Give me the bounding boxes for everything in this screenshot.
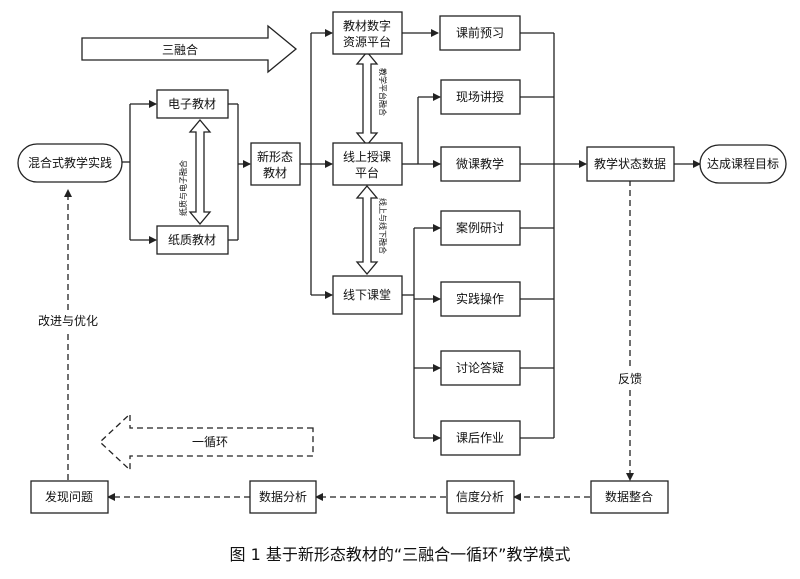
node-xianxia-ketang: 线下课堂	[332, 275, 403, 315]
svg-text:纸质教材: 纸质教材	[168, 232, 216, 247]
svg-text:数据分析: 数据分析	[259, 489, 307, 504]
connectors	[64, 29, 701, 501]
fankui-label-bg	[612, 368, 648, 388]
gaijin-label-bg	[30, 310, 106, 330]
san-ronghe-arrow	[81, 24, 298, 74]
node-tldy: 讨论答疑	[440, 350, 521, 386]
svg-text:课后作业: 课后作业	[456, 431, 504, 445]
node-xindu-fenxi: 信度分析	[446, 480, 515, 514]
svg-text:平台: 平台	[355, 165, 379, 180]
node-kqyx: 课前预习	[439, 15, 521, 51]
san-ronghe-label: 三融合	[162, 42, 198, 57]
svg-text:线下课堂: 线下课堂	[343, 288, 391, 302]
node-khzy: 课后作业	[440, 420, 521, 456]
svg-text:实践操作: 实践操作	[456, 291, 504, 306]
node-dianzi-jiaocai: 电子教材	[156, 89, 229, 119]
svg-text:教材数字: 教材数字	[343, 18, 391, 33]
svg-text:电子教材: 电子教材	[168, 96, 216, 111]
svg-text:教材: 教材	[263, 165, 287, 180]
svg-text:课前预习: 课前预习	[456, 25, 504, 40]
node-zhizhi-jiaocai: 纸质教材	[156, 225, 229, 255]
figure-caption: 图 1 基于新形态教材的“三融合一循环”教学模式	[230, 545, 571, 564]
yi-xunhuan-arrow	[99, 412, 314, 472]
fusion-label-zhizhi-dianzi: 纸质与电子融合	[178, 160, 188, 216]
svg-text:新形态: 新形态	[257, 149, 293, 164]
svg-text:微课教学: 微课教学	[456, 156, 504, 171]
svg-text:发现问题: 发现问题	[45, 489, 93, 504]
node-hunhe-shijian: 混合式教学实践	[17, 143, 123, 183]
node-wkjx: 微课教学	[440, 146, 521, 182]
svg-text:达成课程目标: 达成课程目标	[707, 156, 779, 171]
fusion-arrow-jiaocai-xianshang	[355, 50, 379, 147]
svg-text:现场讲授: 现场讲授	[456, 89, 504, 104]
fusion-arrow-zhizhi-dianzi	[188, 118, 212, 226]
node-alyt: 案例研讨	[440, 210, 521, 246]
svg-text:线上授课: 线上授课	[343, 149, 391, 164]
fusion-arrow-xianshang-xianxia	[355, 184, 379, 276]
node-shuju-zhenghe: 数据整合	[590, 480, 669, 514]
node-shuju-fenxi: 数据分析	[249, 480, 317, 514]
node-xianshang-pingtai: 线上授课 平台	[332, 142, 403, 186]
svg-text:信度分析: 信度分析	[456, 489, 504, 504]
svg-text:案例研讨: 案例研讨	[456, 220, 504, 235]
node-xcjs: 现场讲授	[440, 79, 521, 115]
fusion-label-jiaocai-xianshang: 教学平台融合	[378, 68, 388, 116]
fankui-label: 反馈	[618, 372, 642, 386]
node-sjcz: 实践操作	[440, 281, 521, 317]
node-faxian-wenti: 发现问题	[30, 480, 109, 514]
svg-text:资源平台: 资源平台	[343, 34, 391, 49]
svg-text:混合式教学实践: 混合式教学实践	[28, 155, 112, 170]
node-xinxingtai-jiaocai: 新形态 教材	[250, 142, 301, 186]
node-zhuangtai-shuju: 教学状态数据	[586, 146, 675, 182]
svg-text:教学状态数据: 教学状态数据	[594, 156, 666, 171]
gaijin-label: 改进与优化	[38, 314, 98, 328]
node-dacheng-mubiao: 达成课程目标	[699, 144, 787, 184]
svg-text:数据整合: 数据整合	[605, 489, 653, 504]
yi-xunhuan-label: 一循环	[192, 435, 228, 449]
svg-text:讨论答疑: 讨论答疑	[456, 360, 504, 375]
node-ziyuan-pingtai: 教材数字 资源平台	[332, 11, 403, 55]
fusion-label-xianshang-xianxia: 线上与线下融合	[378, 198, 388, 254]
